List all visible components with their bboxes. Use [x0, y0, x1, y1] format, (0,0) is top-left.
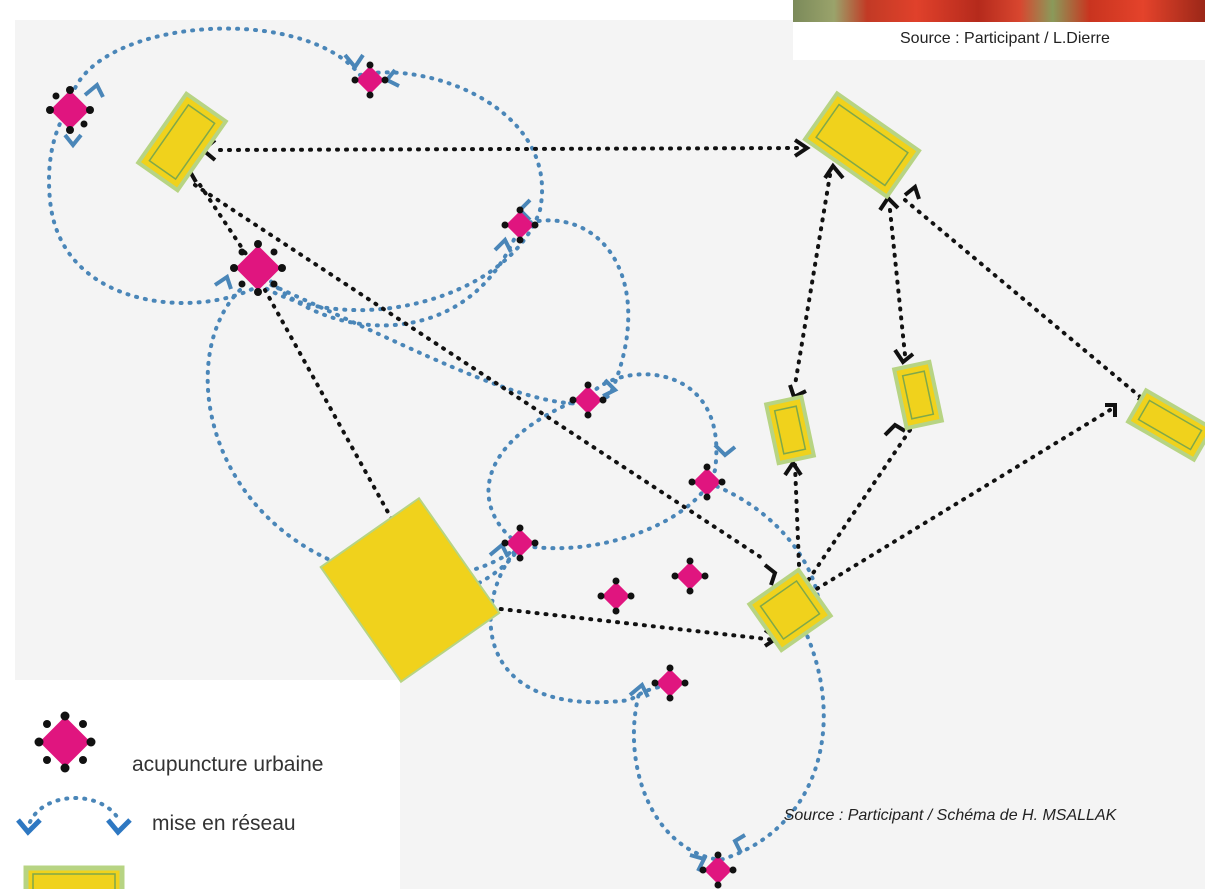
link-chevron	[893, 348, 915, 365]
pole-link	[263, 288, 397, 527]
network-chevron	[63, 133, 83, 149]
link-chevron	[883, 422, 907, 437]
pole	[746, 567, 834, 653]
pole	[135, 91, 229, 193]
photo-thumbnail	[793, 0, 1205, 22]
network-chevron	[732, 833, 747, 854]
network-chevron	[488, 541, 510, 558]
legend	[16, 711, 132, 889]
network-chevron	[713, 443, 737, 458]
pole	[891, 359, 945, 431]
pole	[763, 394, 817, 466]
pole-link	[888, 208, 907, 357]
pole-large	[319, 496, 501, 684]
network-loop	[408, 543, 522, 598]
acupuncture-node	[651, 664, 689, 702]
acupuncture-node	[569, 381, 607, 419]
link-chevron	[903, 183, 921, 200]
network-loop	[205, 288, 522, 580]
legend-label-network: mise en réseau	[152, 812, 296, 835]
acupuncture-node	[699, 851, 737, 889]
network-chevron	[83, 81, 105, 98]
acupuncture-node	[671, 557, 709, 595]
link-chevron	[793, 138, 811, 158]
network-chevron	[493, 236, 513, 253]
network-link-icon	[16, 796, 132, 836]
link-chevron	[1105, 403, 1117, 417]
pole-link	[793, 173, 832, 387]
pole-links	[193, 146, 1152, 642]
network-loop	[631, 618, 826, 863]
network-loop	[47, 26, 544, 313]
pole-link	[803, 428, 912, 587]
acupuncture-icon	[34, 711, 96, 773]
pole-link	[193, 183, 767, 562]
network-chevron	[343, 53, 365, 71]
pole-link	[793, 463, 802, 592]
link-chevron	[788, 384, 807, 400]
acupuncture-node	[597, 577, 635, 615]
pole-link	[463, 603, 777, 642]
link-chevron	[823, 162, 845, 180]
legend-label-acupuncture: acupuncture urbaine	[132, 753, 324, 776]
acupuncture-node	[688, 463, 726, 501]
network-chevron	[689, 853, 707, 872]
network-loops	[47, 26, 826, 863]
network-chevron	[213, 273, 233, 290]
pole-rectangle-icon	[23, 865, 125, 889]
pole-link	[198, 183, 252, 262]
pole	[1125, 387, 1205, 463]
pole-link	[218, 146, 802, 152]
link-chevron	[763, 563, 778, 586]
network-loop	[258, 218, 631, 406]
network-chevron	[602, 378, 619, 398]
acupuncture-node	[501, 524, 539, 562]
network-loop	[486, 372, 719, 551]
diagram-source-caption: Source : Participant / Schéma de H. MSAL…	[783, 807, 1117, 824]
pole-link	[903, 198, 1152, 407]
acupuncture-node	[501, 206, 539, 244]
pole	[802, 90, 922, 200]
pole-link	[813, 408, 1112, 592]
network-loop	[488, 543, 672, 705]
link-chevron	[783, 459, 803, 477]
photo-source-caption: Source : Participant / L.Dierre	[900, 30, 1110, 47]
network-chevron	[628, 681, 650, 698]
link-chevron	[878, 194, 900, 212]
poles	[135, 90, 1205, 684]
